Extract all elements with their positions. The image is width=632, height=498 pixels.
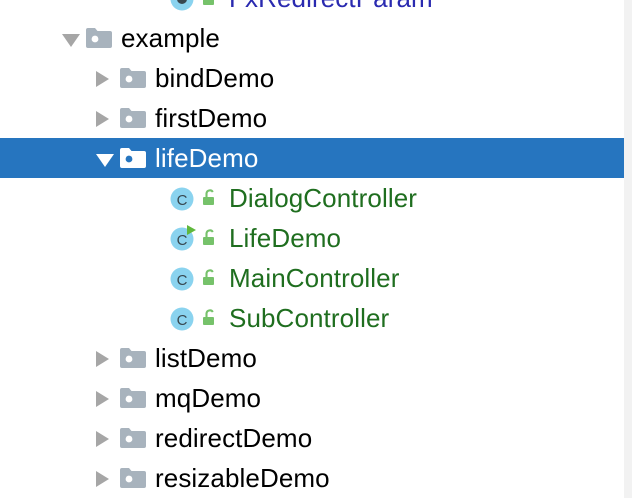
tree-row[interactable]: FxRedirectParam: [0, 0, 624, 18]
chevron-right-icon[interactable]: [90, 338, 120, 378]
tree-row[interactable]: lifeDemo: [0, 138, 624, 178]
tree-row[interactable]: C LifeDemo: [0, 218, 624, 258]
chevron-right-icon[interactable]: [90, 458, 120, 498]
tree-indent: [0, 318, 168, 319]
package-icon: [120, 338, 146, 378]
svg-text:C: C: [177, 192, 188, 209]
package-icon: [120, 418, 146, 458]
class-icon: C: [168, 298, 198, 338]
tree-indent: [0, 358, 90, 359]
chevron-right-icon[interactable]: [90, 418, 120, 458]
tree-row-label: lifeDemo: [155, 143, 259, 173]
package-icon: [120, 458, 146, 498]
tree-row[interactable]: C MainController: [0, 258, 624, 298]
tree-row-label: listDemo: [155, 343, 257, 373]
svg-text:C: C: [177, 232, 188, 249]
package-icon: [120, 98, 146, 138]
svg-text:C: C: [177, 312, 188, 329]
tree-indent: [0, 438, 90, 439]
tree-row[interactable]: example: [0, 18, 624, 58]
tree-row-label: bindDemo: [155, 63, 275, 93]
tree-row-label: MainController: [229, 263, 400, 293]
tree-row[interactable]: resizableDemo: [0, 458, 624, 498]
tree-row[interactable]: firstDemo: [0, 98, 624, 138]
package-icon: [120, 138, 146, 178]
chevron-right-icon[interactable]: [90, 378, 120, 418]
vertical-scrollbar[interactable]: [624, 0, 632, 498]
chevron-down-icon[interactable]: [90, 138, 120, 178]
class-icon: C: [168, 178, 198, 218]
package-icon: [120, 58, 146, 98]
tree-indent: [0, 278, 168, 279]
tree-indent: [0, 478, 90, 479]
tree-row-label: DialogController: [229, 183, 418, 213]
class-icon: C: [168, 258, 198, 298]
tree-indent: [0, 398, 90, 399]
chevron-down-icon[interactable]: [56, 18, 86, 58]
tree-row[interactable]: bindDemo: [0, 58, 624, 98]
package-icon: [120, 378, 146, 418]
unlocked-padlock-icon: [198, 298, 220, 338]
tree-indent: [0, 238, 168, 239]
chevron-right-icon[interactable]: [90, 98, 120, 138]
tree-indent: [0, 198, 168, 199]
tree-row-label: redirectDemo: [155, 423, 313, 453]
unlocked-padlock-icon: [198, 0, 220, 18]
tree-row-label: SubController: [229, 303, 390, 333]
unlocked-padlock-icon: [198, 218, 220, 258]
tree-row-label: resizableDemo: [155, 463, 330, 493]
field-icon: [168, 0, 198, 18]
tree-row-label: FxRedirectParam: [220, 0, 433, 13]
chevron-right-icon[interactable]: [90, 58, 120, 98]
svg-text:C: C: [177, 272, 188, 289]
tree-row-label: LifeDemo: [229, 223, 342, 253]
unlocked-padlock-icon: [198, 178, 220, 218]
tree-row-label: mqDemo: [155, 383, 262, 413]
tree-indent: [0, 38, 56, 39]
tree-indent: [0, 78, 90, 79]
tree-indent: [0, 118, 90, 119]
unlocked-padlock-icon: [198, 258, 220, 298]
tree-row-label: example: [121, 23, 220, 53]
tree-row[interactable]: redirectDemo: [0, 418, 624, 458]
tree-row[interactable]: mqDemo: [0, 378, 624, 418]
package-icon: [86, 18, 112, 58]
tree-row[interactable]: listDemo: [0, 338, 624, 378]
class-icon: C: [168, 218, 198, 258]
tree-row[interactable]: C DialogController: [0, 178, 624, 218]
tree-indent: [0, 158, 90, 159]
tree-row[interactable]: C SubController: [0, 298, 624, 338]
tree-row-label: firstDemo: [155, 103, 268, 133]
